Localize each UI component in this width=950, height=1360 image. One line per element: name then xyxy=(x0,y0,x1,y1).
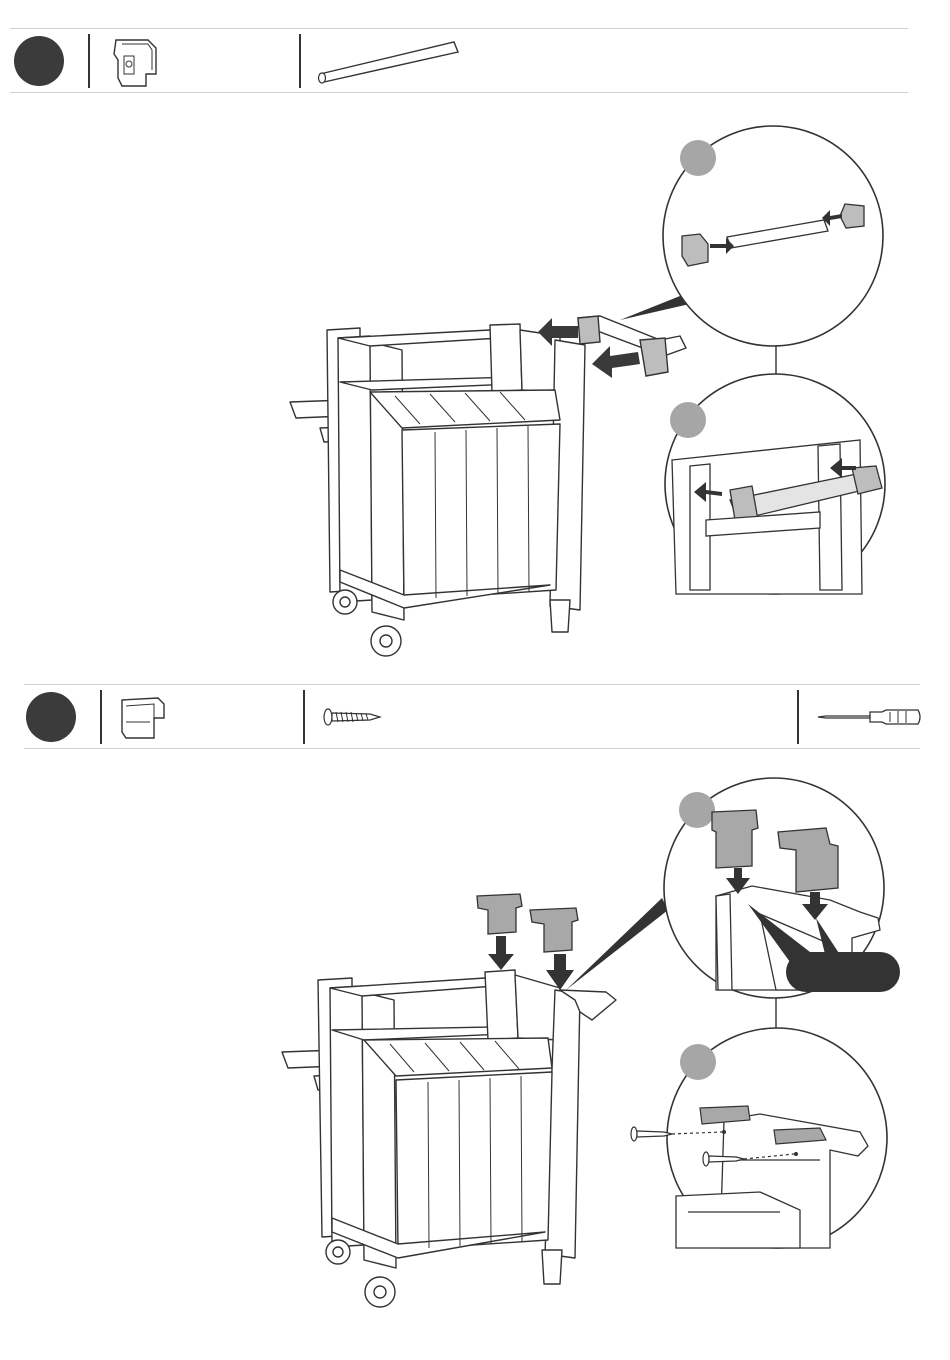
step-1-illustration xyxy=(0,100,950,670)
callout-wedge xyxy=(566,898,668,990)
step-1-parts-bar xyxy=(0,28,950,94)
cap-block-icon xyxy=(118,692,168,742)
detail-badge xyxy=(680,140,716,176)
detail-circle-1 xyxy=(663,126,883,346)
parts-separator xyxy=(100,690,102,744)
parts-separator xyxy=(797,690,799,744)
callout-label xyxy=(786,952,900,992)
cart-drawing xyxy=(290,324,585,656)
rod-icon xyxy=(312,36,464,84)
cart-drawing xyxy=(282,970,616,1307)
handle-assembly xyxy=(578,316,686,376)
detail-circle-3 xyxy=(664,778,900,998)
parts-separator xyxy=(88,34,90,88)
parts-bar-bottom-rule xyxy=(10,92,908,93)
step-2-badge xyxy=(26,692,76,742)
screwdriver-icon xyxy=(816,706,924,728)
parts-bar-top-rule xyxy=(10,28,908,29)
detail-badge xyxy=(680,1044,716,1080)
step-1-badge xyxy=(14,36,64,86)
detail-circle-2 xyxy=(665,374,885,594)
parts-bar-top-rule xyxy=(24,684,920,685)
step-2-illustration xyxy=(0,760,950,1360)
step-2-parts-bar xyxy=(0,684,950,750)
parts-bar-bottom-rule xyxy=(24,748,920,749)
detail-badge xyxy=(679,792,715,828)
parts-separator xyxy=(303,690,305,744)
cap-blocks xyxy=(477,894,578,952)
parts-separator xyxy=(299,34,301,88)
detail-badge xyxy=(670,402,706,438)
bracket-clip-icon xyxy=(108,34,164,88)
screw-icon xyxy=(322,706,382,728)
detail-circle-4 xyxy=(631,1028,887,1248)
